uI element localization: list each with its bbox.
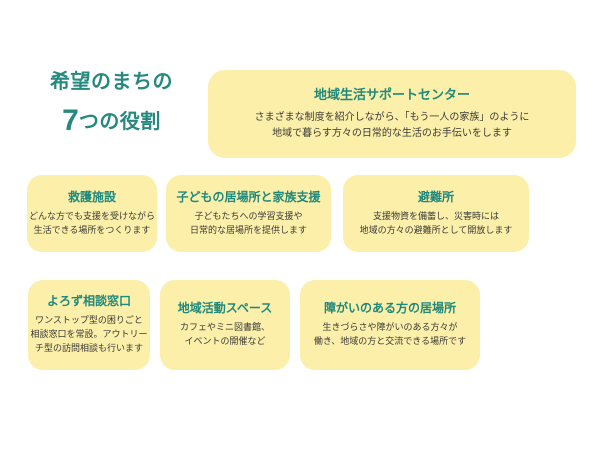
card-relief-facility-title: 救護施設 [67,189,116,204]
card-childrens-place-body-line-2: 日常的な居場所を提供します [189,224,307,235]
card-childrens-place-title: 子どもの居場所と家族支援 [176,189,321,204]
card-disability-place-title: 障がいのある方の居場所 [323,301,456,316]
card-community-space: 地域活動スペース カフェやミニ図書館、 イベントの開催など [160,280,290,370]
card-evacuation-shelter-body: 支援物資を備蓄し、災害時には 地域の方々の避難所として開放します [360,210,513,238]
page-title: 希望のまちの 7つの役割 [24,72,199,136]
card-support-center: 地域生活サポートセンター さまざまな制度を紹介しながら、「もう一人の家族」のよう… [208,70,576,158]
card-support-center-body: さまざまな制度を紹介しながら、「もう一人の家族」のように 地域で暮らす方々の日常… [255,110,530,141]
card-disability-place: 障がいのある方の居場所 生きづらさや障がいのある方々が 働き、地域の方と交流でき… [300,280,480,370]
card-childrens-place-body: 子どもたちへの学習支援や 日常的な居場所を提供します [190,210,307,238]
card-consultation-desk-body-line-3: チ型の訪問相談も行います [35,342,144,353]
card-childrens-place-body-line-1: 子どもたちへの学習支援や [194,210,303,221]
card-community-space-body-line-1: カフェやミニ図書館、 [179,322,270,333]
card-consultation-desk-body-line-1: ワンストップ型の困りごと [35,315,143,326]
title-number: 7 [62,104,79,137]
card-support-center-body-line-2: 地域で暮らす方々の日常的な生活のお手伝いをします [272,127,512,139]
card-consultation-desk-body-line-2: 相談窓口を常設。アウトリー [30,329,148,340]
card-support-center-title: 地域生活サポートセンター [313,86,470,102]
title-number-suffix: つの役割 [78,111,161,133]
card-consultation-desk: よろず相談窓口 ワンストップ型の困りごと 相談窓口を常設。アウトリー チ型の訪問… [28,280,150,370]
card-support-center-body-line-1: さまざまな制度を紹介しながら、「もう一人の家族」のように [254,112,530,124]
card-childrens-place: 子どもの居場所と家族支援 子どもたちへの学習支援や 日常的な居場所を提供します [166,175,331,252]
card-disability-place-body-line-2: 働き、地域の方と交流できる場所です [313,336,467,346]
card-relief-facility-body-line-1: どんな方でも支援を受けながら [29,210,156,221]
card-community-space-body: カフェやミニ図書館、 イベントの開催など [180,321,270,349]
card-consultation-desk-body: ワンストップ型の困りごと 相談窓口を常設。アウトリー チ型の訪問相談も行います [31,314,148,356]
card-relief-facility-body-line-2: 生活できる場所をつくります [33,224,151,235]
card-consultation-desk-title: よろず相談窓口 [46,294,131,309]
card-community-space-body-line-2: イベントの開催など [184,336,266,346]
card-disability-place-body-line-1: 生きづらさや障がいのある方々が [322,322,458,333]
card-evacuation-shelter: 避難所 支援物資を備蓄し、災害時には 地域の方々の避難所として開放します [343,175,529,252]
card-relief-facility-body: どんな方でも支援を受けながら 生活できる場所をつくります [29,210,155,238]
card-community-space-title: 地域活動スペース [177,301,273,316]
title-line-1: 希望のまちの [50,71,173,93]
title-line-2: 7つの役割 [24,106,199,136]
card-evacuation-shelter-body-line-2: 地域の方々の避難所として開放します [359,224,513,235]
card-relief-facility: 救護施設 どんな方でも支援を受けながら 生活できる場所をつくります [27,175,157,252]
card-evacuation-shelter-body-line-1: 支援物資を備蓄し、災害時には [372,210,499,221]
card-evacuation-shelter-title: 避難所 [417,189,454,204]
card-disability-place-body: 生きづらさや障がいのある方々が 働き、地域の方と交流できる場所です [314,321,466,349]
